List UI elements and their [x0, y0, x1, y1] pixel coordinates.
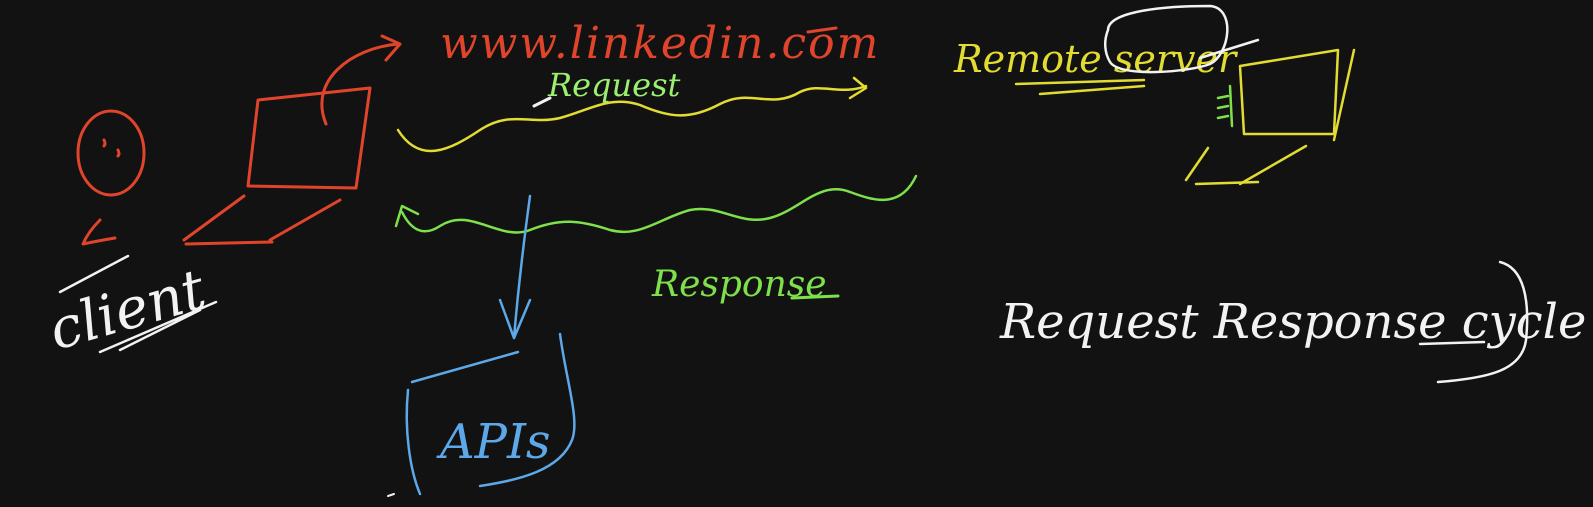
- server-laptop-icon: [1184, 48, 1356, 186]
- url-label: www.linkedin.com: [440, 18, 880, 69]
- url-arrow: [320, 34, 402, 126]
- remote-server-label: Remote server: [953, 37, 1239, 81]
- apis-box: [405, 332, 576, 496]
- cycle-bracket: [1436, 260, 1529, 384]
- client-person-icon: [76, 109, 146, 246]
- remote-server-underline: [1014, 78, 1146, 96]
- request-tick: [532, 96, 552, 108]
- stray-mark: [387, 493, 395, 497]
- response-wave-arrow: [394, 174, 918, 234]
- request-wave-arrow: [396, 76, 868, 153]
- server-stack-icon: [1216, 84, 1234, 128]
- response-underline: [790, 294, 840, 300]
- url-underline: [806, 26, 838, 34]
- request-label: Request: [547, 66, 680, 104]
- client-underline: [58, 254, 218, 354]
- apis-label: APIs: [436, 414, 551, 470]
- cycle-underline: [1418, 340, 1486, 346]
- cycle-label: Request Response cycle: [999, 294, 1586, 350]
- server-circle: [1104, 4, 1260, 74]
- client-laptop-icon: [182, 86, 372, 246]
- api-arrow: [498, 194, 532, 340]
